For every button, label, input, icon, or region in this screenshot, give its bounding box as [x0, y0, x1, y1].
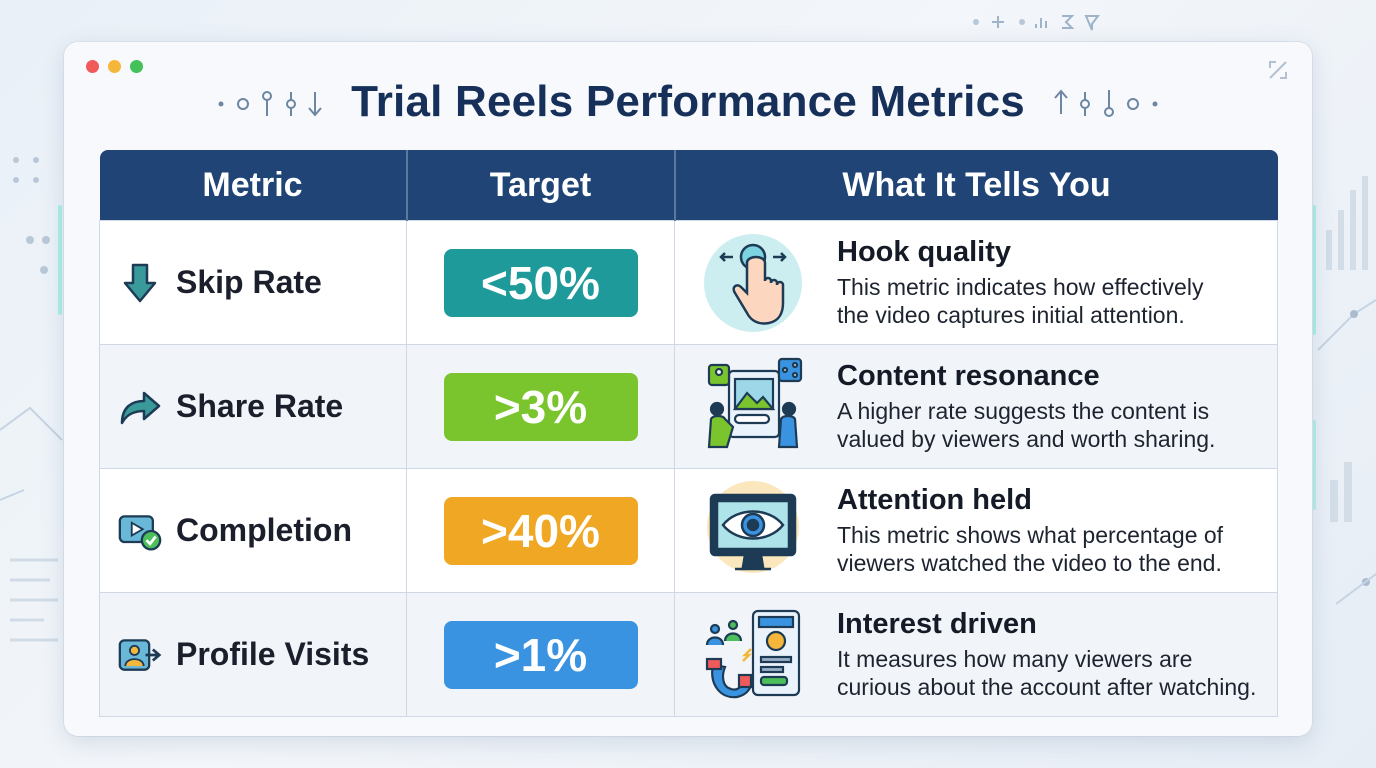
description-line: This metric indicates how effectively [837, 274, 1204, 300]
table-row: Profile Visits >1% [99, 592, 1278, 717]
table-row: Share Rate >3% [99, 344, 1278, 469]
metric-cell: Completion [100, 509, 406, 553]
eye-monitor-icon [703, 480, 803, 581]
metric-cell: Skip Rate [100, 261, 406, 305]
target-badge: >40% [443, 496, 638, 565]
magnet-profile-icon [703, 605, 803, 705]
window-controls [86, 60, 143, 73]
close-window-dot[interactable] [86, 60, 99, 73]
header-metric: Metric [99, 150, 408, 221]
metrics-card: Trial Reels Performance Metrics Metric T… [64, 42, 1312, 736]
title-right-decoration-icon [1051, 82, 1161, 122]
table-row: Skip Rate <50% [99, 220, 1278, 345]
metric-name: Skip Rate [176, 264, 322, 300]
tap-hand-icon [703, 233, 803, 333]
table-header-row: Metric Target What It Tells You [99, 150, 1278, 221]
metric-name: Completion [176, 512, 352, 548]
target-badge: >1% [443, 620, 638, 689]
description-heading: Content resonance [837, 360, 1100, 392]
description-line: the video captures initial attention. [837, 302, 1185, 328]
arrow-down-icon [118, 261, 162, 305]
title-row: Trial Reels Performance Metrics [64, 72, 1312, 132]
header-what-it-tells-you: What It Tells You [674, 150, 1278, 221]
description-line: This metric shows what percentage of [837, 522, 1224, 548]
description-cell: Content resonance A higher rate suggests… [675, 357, 1277, 457]
page-title: Trial Reels Performance Metrics [351, 77, 1025, 126]
description-line: A higher rate suggests the content is [837, 398, 1210, 424]
metrics-table: Metric Target What It Tells You Skip Rat… [99, 150, 1278, 717]
header-target: Target [406, 150, 676, 221]
title-left-decoration-icon [215, 82, 325, 122]
minimize-window-dot[interactable] [108, 60, 121, 73]
description-line: It measures how many viewers are [837, 646, 1193, 672]
profile-visit-icon [118, 633, 162, 677]
share-arrow-icon [118, 385, 162, 429]
description-line: viewers watched the video to the end. [837, 550, 1222, 576]
description-cell: Hook quality This metric indicates how e… [675, 233, 1277, 333]
metric-cell: Profile Visits [100, 633, 406, 677]
description-cell: Attention held This metric shows what pe… [675, 480, 1277, 581]
target-badge: <50% [443, 248, 638, 317]
target-badge: >3% [443, 372, 638, 441]
table-row: Completion >40% [99, 468, 1278, 593]
description-line: curious about the account after watching… [837, 674, 1257, 700]
description-line: valued by viewers and worth sharing. [837, 426, 1216, 452]
description-heading: Hook quality [837, 236, 1012, 268]
description-heading: Attention held [837, 484, 1032, 516]
description-cell: Interest driven It measures how many vie… [675, 605, 1277, 705]
collapse-icon[interactable] [1266, 58, 1290, 87]
metric-name: Share Rate [176, 388, 344, 424]
metric-cell: Share Rate [100, 385, 406, 429]
maximize-window-dot[interactable] [130, 60, 143, 73]
description-heading: Interest driven [837, 608, 1037, 640]
metric-name: Profile Visits [176, 636, 370, 672]
people-sharing-icon [703, 357, 803, 457]
video-check-icon [118, 509, 162, 553]
